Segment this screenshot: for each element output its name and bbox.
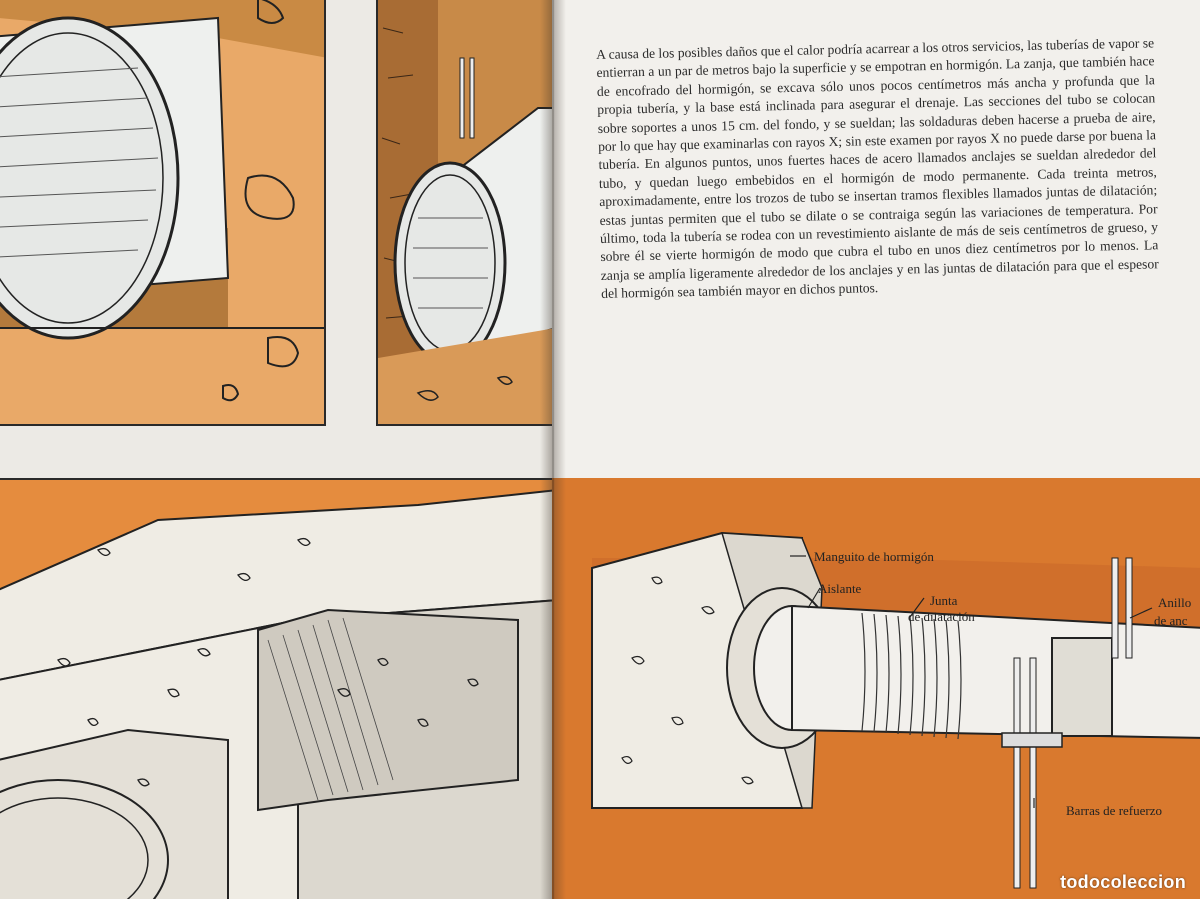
illustration-trench-side-view — [376, 0, 552, 426]
concrete-casing-drawing — [0, 480, 552, 899]
label-anchor-ring-line1: Anillo — [1158, 595, 1192, 610]
label-concrete-sleeve: Manguito de hormigón — [814, 549, 934, 564]
trench-side-drawing — [378, 0, 552, 424]
article-paragraph: A causa de los posibles daños que el cal… — [596, 35, 1159, 302]
book-gutter — [540, 0, 566, 899]
label-joint-line1: Junta — [930, 593, 958, 608]
label-reinforcement-bars: Barras de refuerzo — [1066, 803, 1162, 818]
pipe-components-drawing — [552, 478, 1200, 899]
pipe-closeup-drawing — [0, 0, 324, 424]
watermark: todocoleccion — [1060, 872, 1186, 892]
right-page: Manguito de hormigón Aislante Junta de d… — [552, 0, 1200, 899]
illustration-pipe-trench-closeup — [0, 0, 326, 426]
illustration-pipe-components: Manguito de hormigón Aislante Junta de d… — [552, 478, 1200, 899]
label-joint-line2: de dilatación — [908, 609, 975, 624]
illustration-concrete-casing — [0, 478, 552, 899]
label-anchor-ring-line2: de anc — [1154, 613, 1188, 628]
label-insulation: Aislante — [818, 581, 862, 596]
left-page — [0, 0, 552, 899]
